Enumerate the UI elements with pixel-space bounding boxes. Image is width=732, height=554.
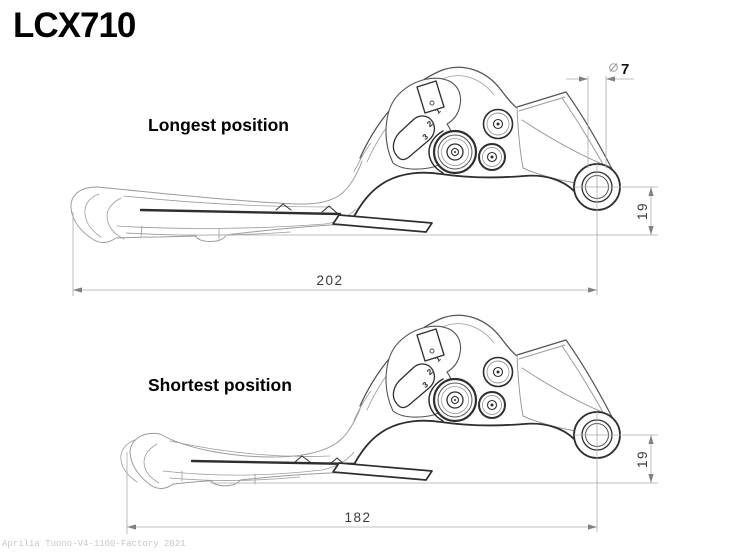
blade-bottom-line <box>169 476 301 481</box>
fitment-watermark: Aprilia Tuono-V4-1100-Factory 2021 <box>2 539 186 549</box>
dimension-length-202: 202 <box>72 210 598 296</box>
blade-ticks <box>140 225 220 240</box>
blade-tip-arc-1 <box>120 439 138 483</box>
dimension-drop-19-shortest: 19 <box>210 434 658 484</box>
blade-ticks <box>181 470 256 485</box>
length-value: 202 <box>316 273 343 288</box>
length-value: 182 <box>344 510 371 525</box>
drop-arrow-up <box>648 435 654 444</box>
blade-top-inlay-line <box>123 195 331 208</box>
drop-extension-lines <box>210 434 658 484</box>
view-label-longest: Longest position <box>148 115 289 135</box>
length-arrow-left <box>127 524 136 530</box>
drop-arrow-down <box>648 226 654 235</box>
blade-top-inlay-line <box>169 440 331 457</box>
dia-arrow-left <box>579 76 588 82</box>
lever-blade-longest <box>70 160 363 243</box>
drop-value: 19 <box>635 450 650 468</box>
dimension-hole-diameter: 7 <box>566 61 634 168</box>
dimension-drop-19-longest: 19 <box>210 186 658 236</box>
diameter-symbol-icon <box>609 63 618 72</box>
view-label-shortest: Shortest position <box>148 375 292 395</box>
drop-extension-lines <box>210 186 658 236</box>
length-arrow-left <box>73 287 82 293</box>
dia-arrow-right <box>606 76 615 82</box>
drop-arrow-down <box>648 474 654 483</box>
length-extension-lines <box>72 210 598 296</box>
blade-outline <box>129 408 361 489</box>
blade-inlay-edge <box>190 459 357 466</box>
length-extension-lines <box>126 452 598 534</box>
length-arrow-right <box>588 524 597 530</box>
view-shortest-position: Shortest position 19 <box>120 314 658 534</box>
blade-notches <box>275 203 338 214</box>
page-title: LCX710 <box>13 6 136 45</box>
blade-outline <box>70 160 363 243</box>
dimension-length-182: 182 <box>126 452 598 534</box>
blade-tip-arc-2 <box>106 197 125 240</box>
dia-value: 7 <box>621 61 629 78</box>
length-arrow-right <box>588 287 597 293</box>
dia-extension-lines <box>587 76 607 168</box>
drop-value: 19 <box>635 202 650 220</box>
blade-mid-line <box>162 451 355 476</box>
view-longest-position: Longest position <box>70 61 658 296</box>
blade-inlay-edge <box>139 208 342 216</box>
blade-bottom-line <box>125 231 291 236</box>
blade-tip-arc-2 <box>143 443 160 484</box>
drop-arrow-up <box>648 187 654 196</box>
lever-blade-shortest <box>120 408 361 489</box>
blade-tip-arc-1 <box>84 193 102 238</box>
